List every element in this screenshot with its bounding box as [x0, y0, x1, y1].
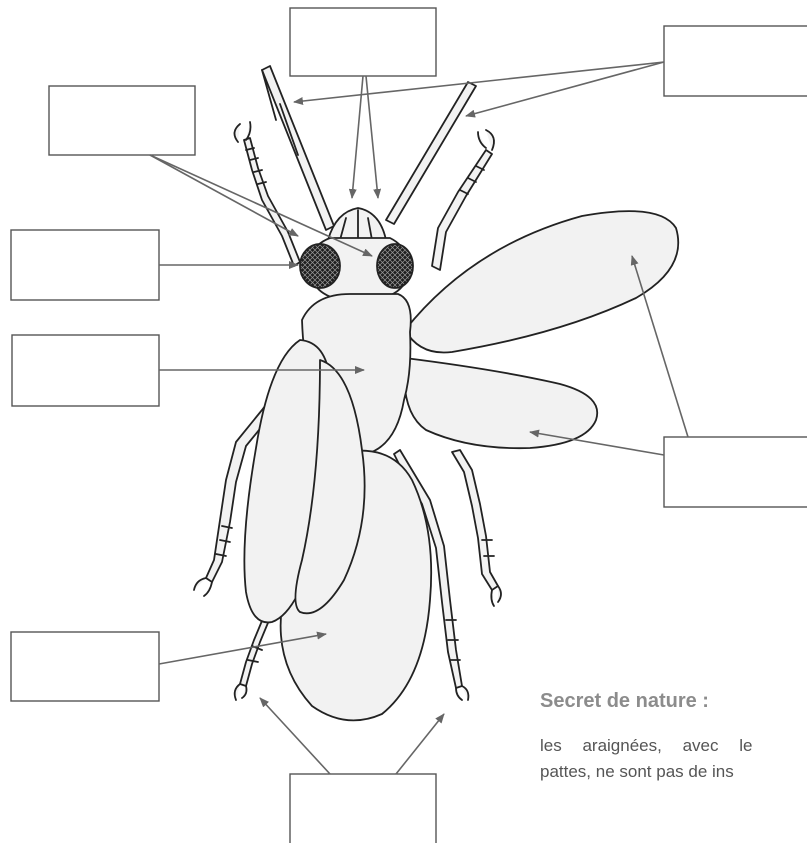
- arrow-leg-2: [396, 714, 444, 774]
- antennae-drawing: [262, 66, 476, 230]
- mid-leg-right: [452, 450, 501, 606]
- hind-wing-right: [404, 358, 597, 448]
- label-box-mouthparts[interactable]: [290, 8, 436, 76]
- secret-text: les araignées, avec le pattes, ne sont p…: [540, 733, 807, 785]
- label-box-wings[interactable]: [664, 437, 807, 507]
- label-box-eyes[interactable]: [11, 230, 159, 300]
- secret-de-nature: Secret de nature : les araignées, avec l…: [540, 690, 807, 785]
- eye-left-drawing: [300, 244, 340, 288]
- eye-right-drawing: [377, 244, 413, 288]
- arrow-antenna-2: [466, 62, 664, 116]
- secret-text-line-2: pattes, ne sont pas de ins: [540, 759, 807, 785]
- secret-title: Secret de nature :: [540, 690, 807, 713]
- front-leg-right: [432, 130, 494, 270]
- label-box-abdomen[interactable]: [11, 632, 159, 701]
- arrow-wing-1: [632, 256, 688, 437]
- arrow-eye-1: [150, 155, 298, 236]
- insect: [194, 66, 678, 720]
- secret-text-line-1: les araignées, avec le: [540, 733, 807, 759]
- label-box-legs[interactable]: [290, 774, 436, 843]
- label-box-eyes-upper[interactable]: [49, 86, 195, 155]
- label-box-antennae[interactable]: [664, 26, 807, 96]
- front-leg-left: [234, 122, 300, 266]
- label-box-thorax[interactable]: [12, 335, 159, 406]
